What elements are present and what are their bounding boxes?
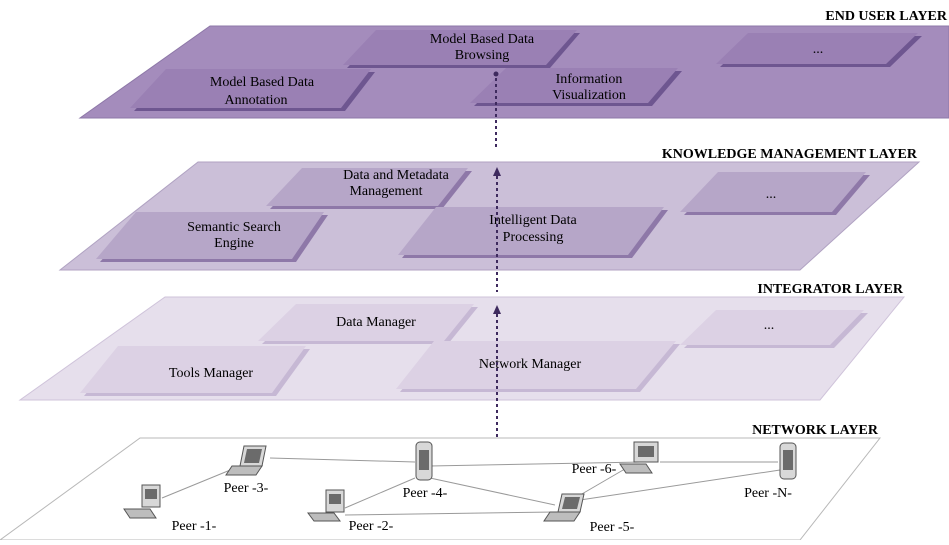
module-label-line2: Visualization [552, 88, 626, 103]
peer-label: Peer -2- [349, 519, 394, 534]
peer-3: Peer -3- [224, 445, 269, 496]
laptop-icon [543, 493, 585, 522]
module-network-manager: Network Manager [396, 341, 680, 392]
module-more-integrator: ... [680, 310, 868, 348]
module-label: Network Manager [479, 357, 582, 372]
network-layer: NETWORK LAYER Peer -1- [0, 423, 882, 541]
peer-label: Peer -1- [172, 519, 217, 534]
connector-arrows [493, 71, 501, 314]
network-layer-title: NETWORK LAYER [752, 423, 879, 438]
module-label-line2: Annotation [225, 93, 288, 108]
module-model-based-data-browsing: Model Based Data Browsing [343, 30, 580, 68]
peer-2: Peer -2- [307, 489, 394, 534]
module-label-line2: Engine [214, 236, 254, 251]
layer-connectors [495, 72, 498, 450]
module-model-based-data-annotation: Model Based Data Annotation [130, 69, 375, 111]
peer-n: Peer -N- [744, 442, 797, 501]
peer-4: Peer -4- [403, 441, 448, 501]
peer-1: Peer -1- [123, 484, 217, 534]
end-user-layer-title: END USER LAYER [825, 9, 948, 24]
integrator-layer-title: INTEGRATOR LAYER [757, 282, 904, 297]
module-intelligent-data-processing: Intelligent Data Processing [398, 207, 668, 258]
module-label-line1: Information [556, 72, 623, 87]
module-label-line1: ... [766, 187, 777, 202]
module-label-line1: Model Based Data [430, 32, 535, 47]
module-more-end-user: ... [716, 33, 922, 67]
module-more-knowledge: ... [680, 172, 870, 215]
module-data-and-metadata-management: Data and Metadata Management [266, 168, 472, 209]
module-label: ... [764, 318, 775, 333]
phone-icon [415, 441, 433, 481]
module-label-line1: ... [813, 42, 824, 57]
desktop-icon [619, 441, 659, 474]
arrow-up-icon [493, 305, 501, 314]
module-data-manager: Data Manager [258, 304, 478, 344]
module-label-line2: Browsing [455, 48, 509, 63]
peer-label: Peer -3- [224, 481, 269, 496]
laptop-icon [225, 445, 267, 476]
module-label: Tools Manager [169, 366, 254, 381]
module-label-line1: Data and Metadata [343, 168, 450, 183]
arrow-up-icon [493, 167, 501, 176]
knowledge-management-layer-title: KNOWLEDGE MANAGEMENT LAYER [662, 147, 918, 162]
module-semantic-search-engine: Semantic Search Engine [96, 212, 328, 262]
knowledge-management-layer: KNOWLEDGE MANAGEMENT LAYER Data and Meta… [58, 147, 921, 271]
peer-label: Peer -4- [403, 486, 448, 501]
desktop-icon [307, 489, 345, 522]
end-user-layer: END USER LAYER Model Based Data Browsing… [78, 9, 949, 119]
module-label-line1: Intelligent Data [489, 213, 577, 228]
module-label-line1: Semantic Search [187, 220, 281, 235]
module-information-visualization: Information Visualization [470, 68, 682, 106]
module-tools-manager: Tools Manager [80, 346, 310, 396]
peer-label: Peer -6- [572, 462, 617, 477]
connector-dot [493, 71, 499, 77]
phone-icon [779, 442, 797, 480]
peer-label: Peer -5- [590, 520, 635, 535]
module-label: Data Manager [336, 315, 416, 330]
peer-5: Peer -5- [543, 493, 635, 535]
peer-label: Peer -N- [744, 486, 792, 501]
desktop-icon [123, 484, 161, 519]
peer-links [161, 457, 781, 516]
module-label-line2: Management [349, 184, 422, 199]
peer-6: Peer -6- [572, 441, 659, 477]
integrator-layer: INTEGRATOR LAYER Data Manager Tools Mana… [18, 282, 906, 401]
module-label-line2: Processing [503, 230, 564, 245]
module-label-line1: Model Based Data [210, 75, 315, 90]
